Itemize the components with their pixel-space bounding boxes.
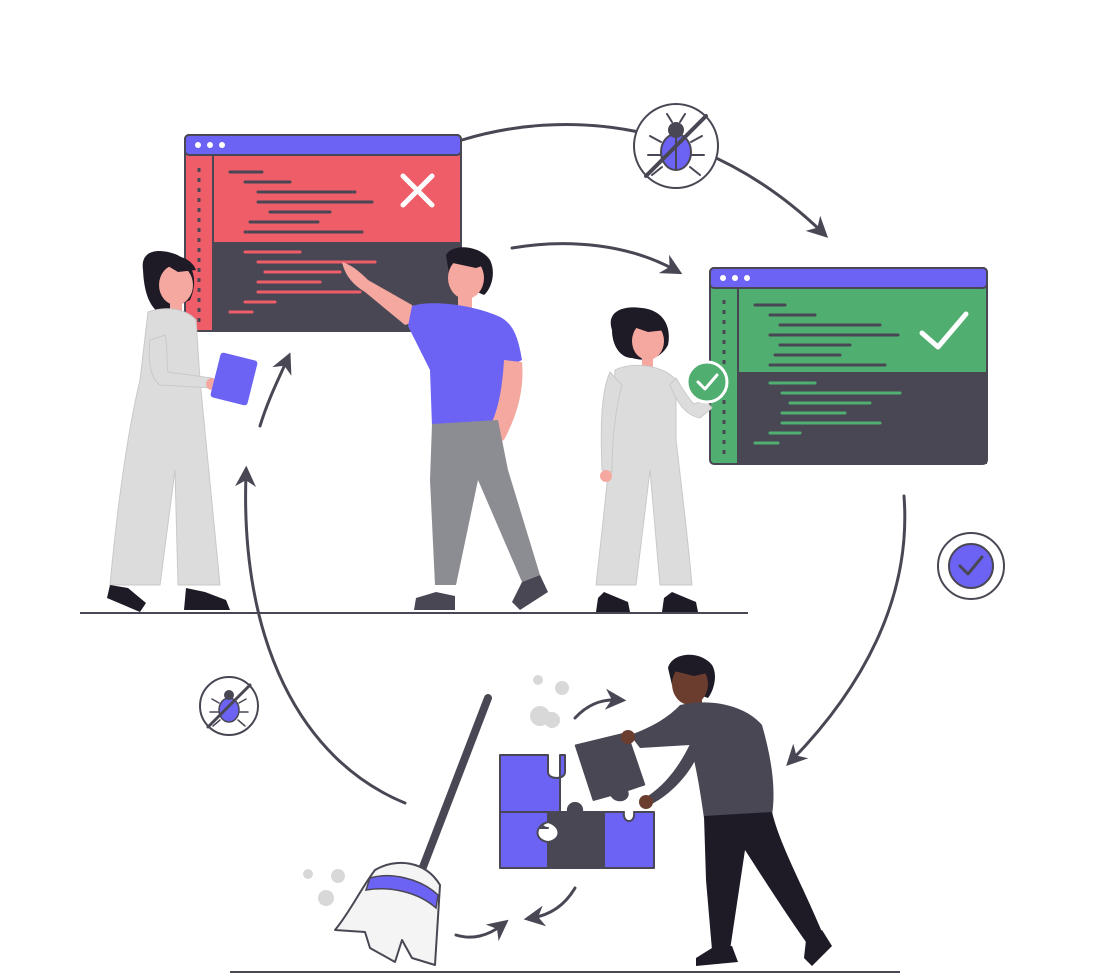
code-lines — [228, 170, 374, 234]
broom-icon — [334, 694, 492, 966]
woman-with-check — [595, 307, 729, 612]
cycle-arrow-icon — [510, 242, 683, 275]
man-with-puzzle — [621, 654, 832, 966]
error-code-window — [184, 134, 462, 332]
no-bug-icon — [199, 676, 259, 736]
no-bug-icon — [633, 103, 719, 189]
cycle-arrow-icon — [454, 919, 509, 942]
dust-particles — [303, 675, 569, 906]
close-icon — [400, 173, 435, 208]
cycle-arrow-icon — [460, 123, 829, 238]
success-code-window — [709, 267, 988, 465]
cycle-arrow-icon — [258, 352, 292, 428]
cycle-arrow-icon — [235, 465, 407, 805]
code-lines — [753, 303, 900, 367]
man-pointing — [342, 247, 548, 610]
tablet-icon — [210, 352, 258, 406]
cycle-arrows — [235, 123, 907, 942]
cycle-arrow-icon — [523, 886, 577, 927]
code-lines-lower — [753, 381, 902, 445]
check-badge-icon — [937, 532, 1005, 600]
checkmark-icon — [696, 373, 719, 391]
checkmark-icon — [919, 311, 969, 350]
cycle-arrow-icon — [786, 494, 907, 767]
code-lines-lower — [228, 250, 377, 314]
woman-with-tablet — [107, 251, 258, 612]
cycle-arrow-icon — [573, 688, 627, 720]
puzzle-icon — [499, 732, 655, 869]
